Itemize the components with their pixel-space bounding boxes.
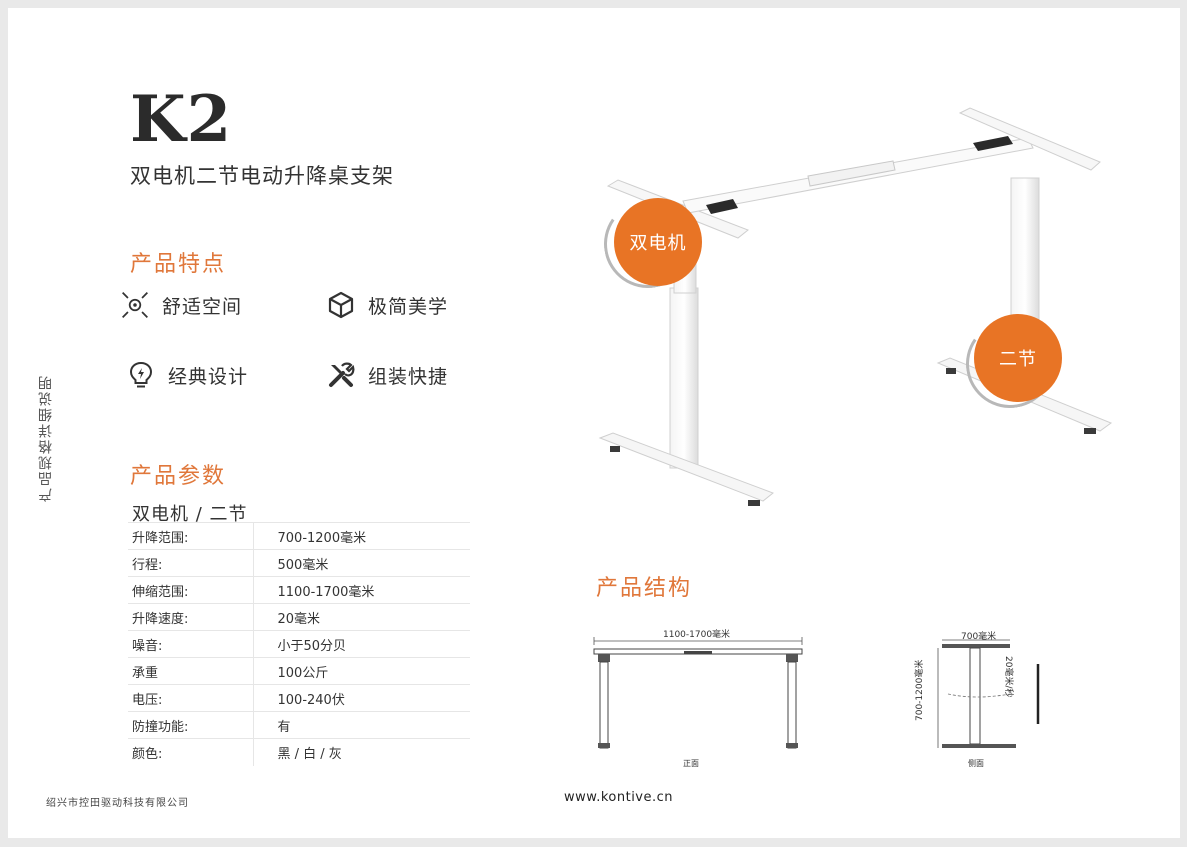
params-title: 产品参数 [130,464,227,489]
feature-label: 极简美学 [368,295,449,318]
spec-value: 1100-1700毫米 [252,576,470,604]
structure-title: 产品结构 [596,576,693,601]
feature-classic-design: 经典设计 [126,360,248,390]
spec-value: 小于50分贝 [252,630,470,658]
spec-value: 有 [252,711,470,739]
feature-label: 组装快捷 [368,365,449,388]
spec-key: 承重 [128,657,253,685]
product-model: K2 [130,82,233,157]
spec-table: 升降范围:700-1200毫米 行程:500毫米 伸缩范围:1100-1700毫… [128,522,470,766]
spec-value: 20毫米 [252,603,470,631]
table-row: 颜色:黑 / 白 / 灰 [128,738,470,766]
side-view-drawing [937,639,1040,748]
feature-quick-assembly: 组装快捷 [326,360,448,390]
spec-value: 100-240伏 [252,684,470,712]
side-vertical-label: 产品规格详细说明 [38,374,54,502]
desk-frame-illustration [598,107,1113,506]
side-height-label: 700-1200毫米 [915,659,925,721]
cube-icon [326,290,356,320]
feature-label: 经典设计 [168,365,249,388]
table-row: 升降速度:20毫米 [128,603,470,631]
target-icon [120,290,150,320]
feature-minimal-aesthetic: 极简美学 [326,290,448,320]
website-link[interactable]: www.kontive.cn [564,790,674,805]
badge-two-stage: 二节 [974,314,1062,402]
table-row: 噪音:小于50分贝 [128,630,470,658]
feature-comfort-space: 舒适空间 [120,290,242,320]
spec-key: 噪音: [128,630,253,658]
features-title: 产品特点 [130,252,227,277]
table-row: 升降范围:700-1200毫米 [128,522,470,550]
spec-key: 升降范围: [128,522,253,550]
spec-key: 防撞功能: [128,711,253,739]
spec-key: 颜色: [128,738,253,766]
spec-value: 500毫米 [252,549,470,577]
table-row: 行程:500毫米 [128,549,470,577]
product-subtitle: 双电机二节电动升降桌支架 [130,164,394,188]
spec-sheet-page: K2 双电机二节电动升降桌支架 产品特点 舒适空间 极简美学 [8,8,1180,838]
params-heading: 双电机 / 二节 [132,504,248,525]
spec-key: 伸缩范围: [128,576,253,604]
company-name: 绍兴市控田驱动科技有限公司 [46,798,189,809]
table-row: 防撞功能:有 [128,711,470,739]
front-width-label: 1100-1700毫米 [663,630,731,640]
feature-label: 舒适空间 [162,295,243,318]
front-view-drawing [593,637,803,749]
spec-key: 电压: [128,684,253,712]
front-view-caption: 正面 [683,759,699,768]
table-row: 伸缩范围:1100-1700毫米 [128,576,470,604]
spec-value: 700-1200毫米 [252,522,470,550]
tools-icon [326,360,356,390]
spec-key: 升降速度: [128,603,253,631]
spec-key: 行程: [128,549,253,577]
side-width-label: 700毫米 [961,632,997,642]
side-view-caption: 侧面 [968,759,984,768]
spec-value: 100公斤 [252,657,470,685]
badge-dual-motor: 双电机 [614,198,702,286]
spec-value: 黑 / 白 / 灰 [252,738,470,766]
table-row: 电压:100-240伏 [128,684,470,712]
lightbulb-icon [126,360,156,390]
